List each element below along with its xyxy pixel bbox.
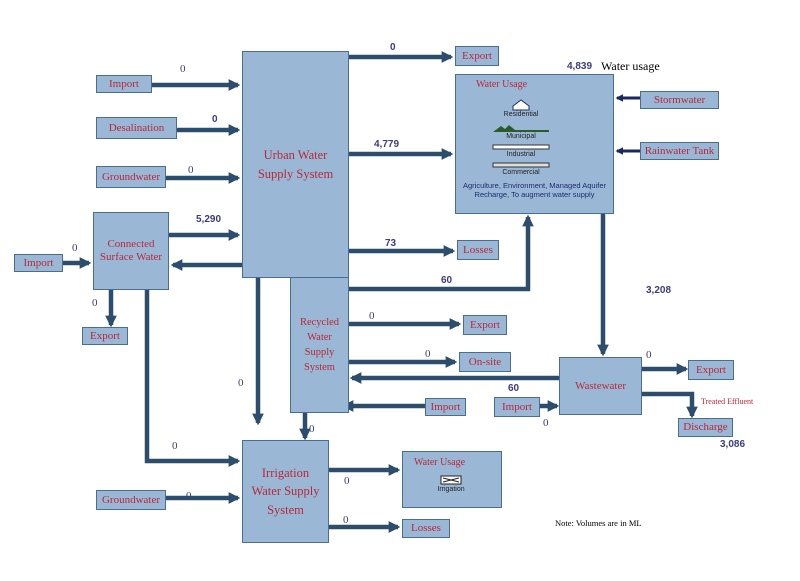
water-usage-urban[interactable]: Water Usage Residential Municipal Indust… bbox=[455, 74, 614, 214]
municipal-label: Municipal bbox=[506, 133, 536, 140]
rainwater-tank-node[interactable]: Rainwater Tank bbox=[640, 142, 719, 160]
irrigation-water-supply-system[interactable]: Irrigation Water Supply System bbox=[242, 440, 329, 543]
flow-csw-to-urban: 5,290 bbox=[196, 214, 222, 225]
commercial-icon: Commercial bbox=[488, 161, 554, 177]
flow-import-to-csw: 0 bbox=[72, 242, 78, 254]
industrial-icon: Industrial bbox=[488, 143, 554, 159]
import-node-left[interactable]: Import bbox=[14, 254, 63, 272]
flow-urban-to-export: 0 bbox=[390, 42, 396, 53]
onsite-node[interactable]: On-site bbox=[459, 352, 511, 372]
flow-desalination-to-urban: 0 bbox=[212, 114, 218, 125]
flow-import-to-wastewater: 0 bbox=[543, 417, 549, 429]
arrow-wastewater-to-discharge bbox=[642, 391, 698, 419]
flow-wastewater-to-export: 0 bbox=[646, 349, 652, 361]
water-usage-irrigation-title: Water Usage bbox=[414, 457, 466, 468]
flow-discharge-volume: 3,086 bbox=[720, 439, 746, 450]
flow-groundwater-to-irrigation: 0 bbox=[186, 490, 192, 502]
groundwater-node-irrigation[interactable]: Groundwater bbox=[96, 490, 166, 510]
flow-recycled-to-usage: 60 bbox=[441, 275, 453, 286]
flow-recycled-to-export: 0 bbox=[369, 310, 375, 322]
wastewater[interactable]: Wastewater bbox=[559, 357, 642, 415]
flow-urban-to-usage: 4,779 bbox=[374, 139, 400, 150]
flow-irrigation-to-usage: 0 bbox=[344, 475, 350, 487]
groundwater-node-top[interactable]: Groundwater bbox=[96, 166, 166, 188]
water-usage-irrigation[interactable]: Water Usage Irrigation bbox=[402, 451, 502, 508]
chart-title: Water usage bbox=[601, 59, 660, 73]
desalination-node[interactable]: Desalination bbox=[96, 117, 177, 139]
export-node-top[interactable]: Export bbox=[455, 46, 499, 66]
treated-effluent-label: Treated Effluent bbox=[701, 397, 754, 406]
residential-icon: Residential bbox=[488, 99, 554, 119]
arrow-csw-to-irrigation bbox=[144, 290, 241, 467]
import-node-wastewater[interactable]: Import bbox=[494, 397, 540, 417]
import-node-recycled[interactable]: Import bbox=[425, 398, 466, 416]
commercial-label: Commercial bbox=[502, 169, 540, 176]
discharge-node[interactable]: Discharge bbox=[678, 418, 733, 437]
flow-wastewater-to-recycled: 60 bbox=[508, 383, 520, 394]
flow-irrigation-to-losses: 0 bbox=[343, 514, 349, 526]
urban-water-supply-system[interactable]: Urban Water Supply System bbox=[242, 51, 349, 278]
residential-label: Residential bbox=[503, 111, 539, 118]
industrial-label: Industrial bbox=[506, 151, 536, 158]
flow-csw-to-irrigation: 0 bbox=[172, 440, 178, 452]
flow-csw-to-export: 0 bbox=[92, 297, 98, 309]
flow-urban-to-losses: 73 bbox=[385, 238, 397, 249]
flow-groundwater-to-urban: 0 bbox=[188, 164, 194, 176]
note: Note: Volumes are in ML bbox=[555, 518, 642, 528]
export-node-csw[interactable]: Export bbox=[82, 327, 128, 345]
water-usage-urban-title: Water Usage bbox=[476, 79, 528, 90]
flow-recycled-to-onsite: 0 bbox=[425, 348, 431, 360]
municipal-icon: Municipal bbox=[488, 123, 554, 141]
flow-usage-total: 4,839 bbox=[567, 61, 593, 72]
losses-node-urban[interactable]: Losses bbox=[457, 240, 499, 260]
water-usage-urban-description: Agriculture, Environment, Managed Aquife… bbox=[463, 181, 606, 199]
arrow-recycled-to-usage bbox=[349, 214, 534, 292]
losses-node-irrigation[interactable]: Losses bbox=[402, 519, 450, 538]
stormwater-node[interactable]: Stormwater bbox=[640, 91, 719, 109]
flow-usage-to-wastewater: 3,208 bbox=[646, 285, 672, 296]
import-node-top[interactable]: Import bbox=[96, 75, 152, 93]
flow-import-to-urban: 0 bbox=[180, 63, 186, 75]
connected-surface-water[interactable]: Connected Surface Water bbox=[93, 212, 169, 290]
recycled-water-supply-system[interactable]: Recycled Water Supply System bbox=[290, 277, 349, 413]
flow-urban-to-irrigation: 0 bbox=[238, 377, 244, 389]
export-node-recycled[interactable]: Export bbox=[463, 315, 507, 335]
irrigation-icon: Irrigation bbox=[418, 474, 484, 494]
irrigation-label: Irrigation bbox=[437, 486, 465, 493]
flow-recycled-to-irrigation: 0 bbox=[309, 423, 315, 435]
export-node-wastewater[interactable]: Export bbox=[688, 360, 734, 380]
